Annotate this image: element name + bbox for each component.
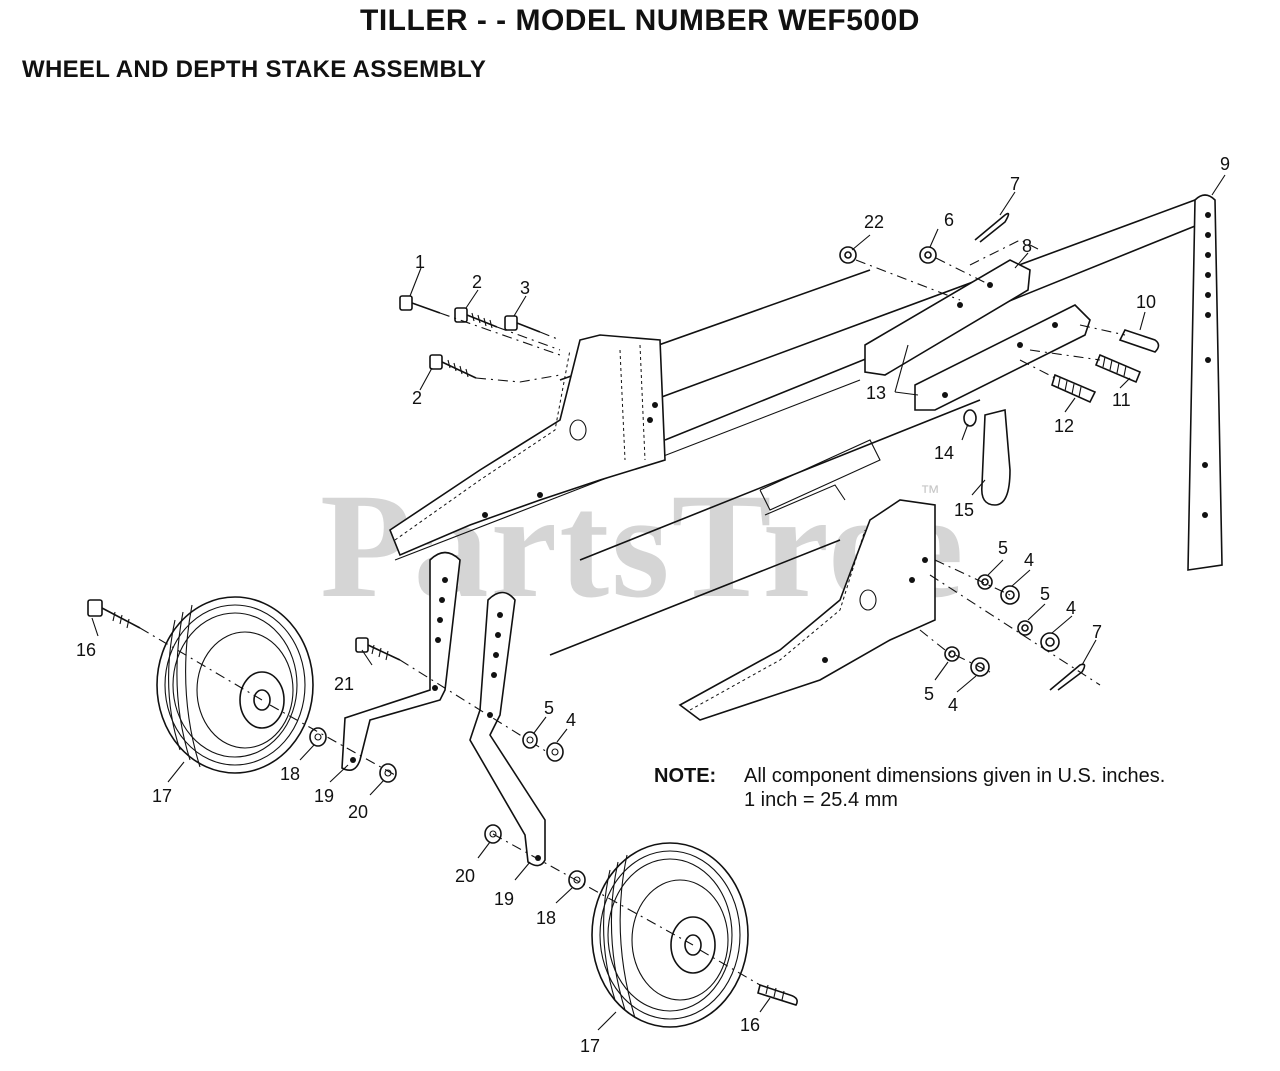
callout-5-c: 5 — [924, 684, 934, 704]
callout-5-a: 5 — [998, 538, 1008, 558]
callout-12: 12 — [1054, 416, 1074, 436]
note-label: NOTE: — [654, 765, 717, 787]
watermark-trademark: ™ — [920, 482, 940, 504]
right-fasteners — [1019, 324, 1160, 404]
callout-11: 11 — [1112, 390, 1131, 410]
callout-2-lower: 2 — [412, 388, 422, 408]
callout-10: 10 — [1136, 292, 1156, 312]
callout-19-right: 19 — [494, 889, 514, 909]
dimension-note: NOTE: All component dimensions given in U… — [654, 764, 1165, 812]
callout-2-top: 2 — [472, 272, 482, 292]
callout-18-right: 18 — [536, 908, 556, 928]
callout-1: 1 — [415, 252, 425, 272]
wheel-hardware — [87, 599, 798, 1006]
lynch-pin — [963, 408, 1011, 506]
right-wheel — [591, 842, 749, 1028]
callout-19-left: 19 — [314, 786, 334, 806]
callout-20-right: 20 — [455, 866, 475, 886]
top-fasteners — [839, 212, 1041, 301]
callout-8: 8 — [1022, 236, 1032, 256]
callout-14: 14 — [934, 443, 954, 463]
callout-22: 22 — [864, 212, 884, 232]
callout-17-right: 17 — [580, 1036, 600, 1056]
assembly-subtitle: WHEEL AND DEPTH STAKE ASSEMBLY — [22, 56, 487, 83]
clamp-plates — [864, 259, 1091, 411]
page-title: TILLER - - MODEL NUMBER WEF500D — [360, 4, 920, 37]
callout-16-left: 16 — [76, 640, 96, 660]
callout-labels: 1 2 2 3 4 4 4 4 5 5 5 5 6 — [76, 154, 1230, 1056]
callout-13: 13 — [866, 383, 886, 403]
left-wheel — [156, 596, 314, 774]
callout-17-left: 17 — [152, 786, 172, 806]
left-bracket — [389, 334, 666, 557]
right-bracket-fasteners — [919, 559, 1101, 691]
note-line-2: 1 inch = 25.4 mm — [654, 788, 1165, 812]
upper-bolts — [399, 295, 561, 383]
callout-9: 9 — [1220, 154, 1230, 174]
callout-7-top: 7 — [1010, 174, 1020, 194]
callout-6: 6 — [944, 210, 954, 230]
note-text-2: 1 inch = 25.4 mm — [744, 789, 898, 811]
callout-3: 3 — [520, 278, 530, 298]
wheel-brackets — [341, 551, 546, 867]
callout-4-d: 4 — [566, 710, 576, 730]
callout-15: 15 — [954, 500, 974, 520]
callout-7-bottom: 7 — [1092, 622, 1102, 642]
callout-4-b: 4 — [1066, 598, 1076, 618]
callout-20-left: 20 — [348, 802, 368, 822]
callout-4-c: 4 — [948, 695, 958, 715]
note-text-1: All component dimensions given in U.S. i… — [744, 765, 1166, 787]
frame-outline — [394, 199, 1212, 656]
callout-21: 21 — [334, 674, 354, 694]
callout-5-d: 5 — [544, 698, 554, 718]
callout-4-a: 4 — [1024, 550, 1034, 570]
right-bracket — [678, 499, 936, 721]
note-line-1: NOTE: All component dimensions given in U… — [654, 764, 1165, 788]
callout-5-b: 5 — [1040, 584, 1050, 604]
callout-18-left: 18 — [280, 764, 300, 784]
callout-16-right: 16 — [740, 1015, 760, 1035]
depth-stake — [1187, 194, 1223, 571]
